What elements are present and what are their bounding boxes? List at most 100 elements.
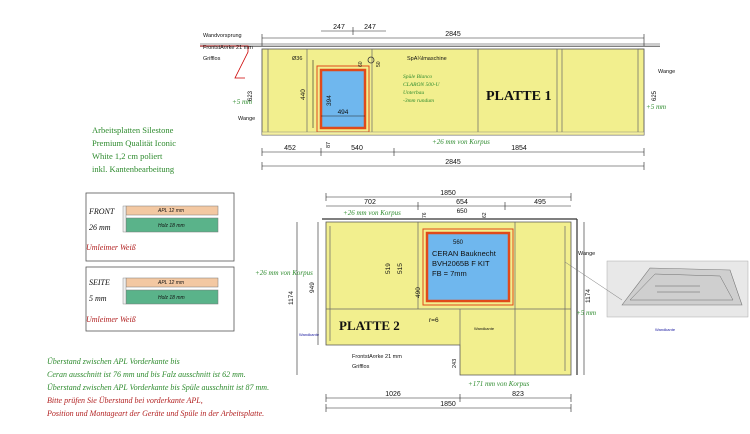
tap-hole [367, 56, 375, 64]
front-dim: 26 mm [89, 223, 111, 232]
dim-1850-bottom: 1850 [440, 401, 456, 408]
inset-pointer [564, 261, 623, 301]
dim-452: 452 [284, 145, 296, 152]
dim-490: 490 [415, 287, 422, 298]
label-wandkante-left: Wandkante [299, 332, 320, 337]
plan-platte-2: PLATTE 2 CERAN Bauknecht BVH2065B F KIT … [255, 190, 596, 412]
dim-1854: 1854 [511, 145, 527, 152]
dim-625: 625 [652, 90, 658, 101]
hob-illustration-inner [629, 273, 734, 301]
label-korpus-bottom: +171 mm von Korpus [468, 380, 530, 388]
material-spec: Arbeitsplatten Silestone Premium Qualitä… [92, 125, 176, 174]
hob-line-3: FB = 7mm [432, 269, 467, 278]
hob-outline [422, 228, 514, 306]
dim-2845-top: 2845 [445, 31, 461, 38]
dim-494: 494 [338, 109, 349, 116]
note-green-3: Überstand zwischen APL Vorderkante bis S… [47, 383, 269, 392]
note-green-2: Ceran ausschnitt ist 76 mm und bis Falz … [47, 370, 246, 379]
seite-dim: 5 mm [89, 294, 107, 303]
label-r6: r=6 [429, 317, 439, 324]
dim-50: 50 [376, 61, 382, 67]
dim-247-b: 247 [364, 24, 376, 31]
label-korpus-top-b: +26 mm von Korpus [343, 209, 401, 217]
sink-note-2: CLARON 500-U [403, 82, 441, 88]
label-spuelmaschine: SpA¼lmaschine [407, 56, 447, 62]
dim-519: 519 [385, 263, 392, 274]
detail-frame [85, 192, 235, 262]
dim-654: 654 [456, 199, 468, 206]
label-griffloss: Grifflos [203, 56, 221, 62]
sink-note-4: -3mm rundum [403, 98, 434, 104]
dim-650: 650 [457, 208, 468, 215]
label-plus5-b: +5 mm [576, 309, 596, 317]
seite-note: Umleimer Weiß [86, 315, 136, 324]
spec-line-3: White 1,2 cm poliert [92, 151, 163, 161]
label-platte-1: PLATTE 1 [486, 89, 551, 104]
dim-1174-right: 1174 [585, 289, 592, 303]
label-plus5-left: +5 mm [232, 98, 252, 106]
sink-note-1: Spüle Blanco [403, 74, 432, 80]
dim-247-a: 247 [333, 24, 345, 31]
dim-243: 243 [452, 359, 458, 368]
dim-540: 540 [351, 145, 363, 152]
countertop-platte-1 [261, 48, 645, 136]
label-griffloss-b: Grifflos [352, 364, 370, 370]
wall-hatch [200, 43, 660, 46]
label-korpus-top: +26 mm von Korpus [432, 138, 490, 146]
label-wandkante-mid: Wandkante [474, 326, 495, 331]
front-title: FRONT [88, 207, 115, 216]
note-red-2: Position und Montageart der Geräte und S… [46, 409, 264, 418]
front-holz: Holz 18 mm [158, 223, 185, 229]
spec-line-1: Arbeitsplatten Silestone [92, 125, 174, 135]
sink-note-3: Unterbau [403, 90, 424, 96]
front-apl: APL 12 mm [157, 208, 184, 214]
label-korpus-left: +26 mm von Korpus [255, 269, 313, 277]
plan-platte-1: 2845 247 247 Wandvorsprung FrontstA¤rke … [200, 24, 675, 170]
sink-cutout [319, 68, 367, 130]
label-wandvorsprung: Wandvorsprung [203, 33, 242, 39]
hob-line-1: CERAN Bauknecht [432, 249, 497, 258]
dim-440: 440 [300, 89, 307, 100]
dim-62: 62 [482, 212, 488, 218]
dim-1174-left: 1174 [288, 291, 295, 305]
dim-60: 60 [358, 61, 364, 67]
note-red-1: Bitte prüfen Sie Überstand bei vorderkan… [47, 396, 203, 405]
dim-949: 949 [309, 282, 316, 293]
notes: Überstand zwischen APL Vorderkante bis C… [46, 357, 269, 418]
dim-823: 823 [512, 391, 524, 398]
seite-title: SEITE [89, 278, 110, 287]
edge-detail-seite: SEITE APL 12 mm Holz 18 mm 5 mm Umleimer… [85, 266, 235, 332]
dim-623: 623 [248, 90, 254, 101]
label-hole-diameter: Ø36 [292, 56, 302, 62]
dim-394: 394 [326, 95, 333, 106]
dim-515: 515 [397, 263, 404, 274]
dim-87: 87 [326, 142, 332, 148]
dim-702: 702 [364, 199, 376, 206]
detail-frame [85, 266, 235, 332]
hob-inset-drawing: Wandkante [564, 260, 749, 332]
dim-76: 76 [422, 212, 428, 218]
label-wange-right: Wange [658, 69, 675, 75]
wall-step [200, 45, 249, 79]
dim-495: 495 [534, 199, 546, 206]
umleimer-edge [122, 277, 127, 305]
label-plus5-right: +5 mm [646, 103, 666, 111]
label-inset-wandkante: Wandkante [655, 327, 676, 332]
dim-560: 560 [453, 240, 464, 246]
note-green-1: Überstand zwischen APL Vorderkante bis [47, 357, 180, 366]
dim-1850-top: 1850 [440, 190, 456, 197]
label-wange-left: Wange [238, 116, 255, 122]
dim-2845-bottom: 2845 [445, 159, 461, 166]
seite-holz: Holz 18 mm [158, 295, 185, 301]
front-note: Umleimer Weiß [86, 243, 136, 252]
label-platte-2: PLATTE 2 [339, 318, 400, 333]
spec-line-4: inkl. Kantenbearbeitung [92, 164, 175, 174]
umleimer-edge [122, 205, 127, 233]
label-frontstaerke: FrontstA¤rke 21 mm [203, 45, 253, 51]
hob-line-2: BVH2065B F KIT [432, 259, 490, 268]
label-wange-b: Wange [578, 251, 595, 257]
spec-line-2: Premium Qualität Iconic [92, 138, 176, 148]
dim-1026: 1026 [385, 391, 401, 398]
front-edge [261, 131, 645, 136]
